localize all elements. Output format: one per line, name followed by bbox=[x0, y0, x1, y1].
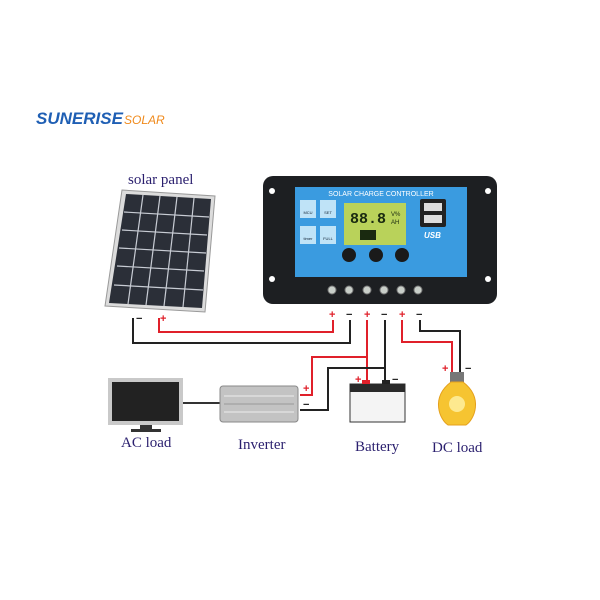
pv-plus-terminal: + bbox=[329, 309, 335, 321]
sunerise-logo: SUNERISE SOLAR bbox=[36, 109, 165, 128]
wires bbox=[132, 318, 461, 411]
down-button[interactable] bbox=[395, 248, 409, 262]
pv-minus-terminal: − bbox=[346, 309, 352, 321]
solar-panel bbox=[104, 189, 216, 313]
battery-plus: + bbox=[355, 374, 361, 386]
up-button[interactable] bbox=[369, 248, 383, 262]
inverter-plus: + bbox=[303, 383, 309, 395]
panel-plus: + bbox=[160, 313, 166, 325]
bat-minus-terminal: − bbox=[381, 309, 387, 321]
menu-button[interactable] bbox=[342, 248, 356, 262]
inverter-minus: − bbox=[303, 399, 309, 411]
dc-load-plus: + bbox=[442, 363, 448, 375]
ac-load-label: AC load bbox=[121, 435, 172, 451]
inverter-label: Inverter bbox=[238, 437, 285, 453]
light-bulb-icon bbox=[438, 372, 476, 426]
battery-minus: − bbox=[392, 374, 398, 386]
feature-mcu-label: MCU bbox=[303, 210, 312, 215]
lcd-unit-top: V% bbox=[391, 212, 401, 218]
lcd-unit-bottom: AH bbox=[391, 220, 399, 226]
feature-set-label: SET bbox=[324, 210, 332, 215]
panel-minus: − bbox=[136, 313, 142, 325]
bat-plus-terminal: + bbox=[364, 309, 370, 321]
logo-brand-sub: SOLAR bbox=[124, 113, 165, 127]
feature-protect-label: FULL bbox=[323, 236, 334, 241]
solar-panel-label: solar panel bbox=[128, 172, 193, 188]
load-plus-terminal: + bbox=[399, 309, 405, 321]
battery-label: Battery bbox=[355, 439, 400, 455]
ac-load-monitor bbox=[108, 378, 183, 432]
usb-label: USB bbox=[424, 231, 441, 240]
battery bbox=[349, 380, 406, 423]
controller-title: SOLAR CHARGE CONTROLLER bbox=[328, 191, 433, 198]
load-minus-terminal: − bbox=[416, 309, 422, 321]
feature-timer-label: timer bbox=[304, 236, 314, 241]
dc-load-minus: − bbox=[465, 363, 471, 375]
charge-controller: SOLAR CHARGE CONTROLLER MCU SET timer FU… bbox=[263, 176, 497, 304]
dc-load-label: DC load bbox=[432, 440, 483, 456]
inverter bbox=[219, 385, 299, 423]
lcd-digits: 88.8 bbox=[350, 211, 386, 228]
logo-brand-main: SUNERISE bbox=[36, 109, 124, 128]
